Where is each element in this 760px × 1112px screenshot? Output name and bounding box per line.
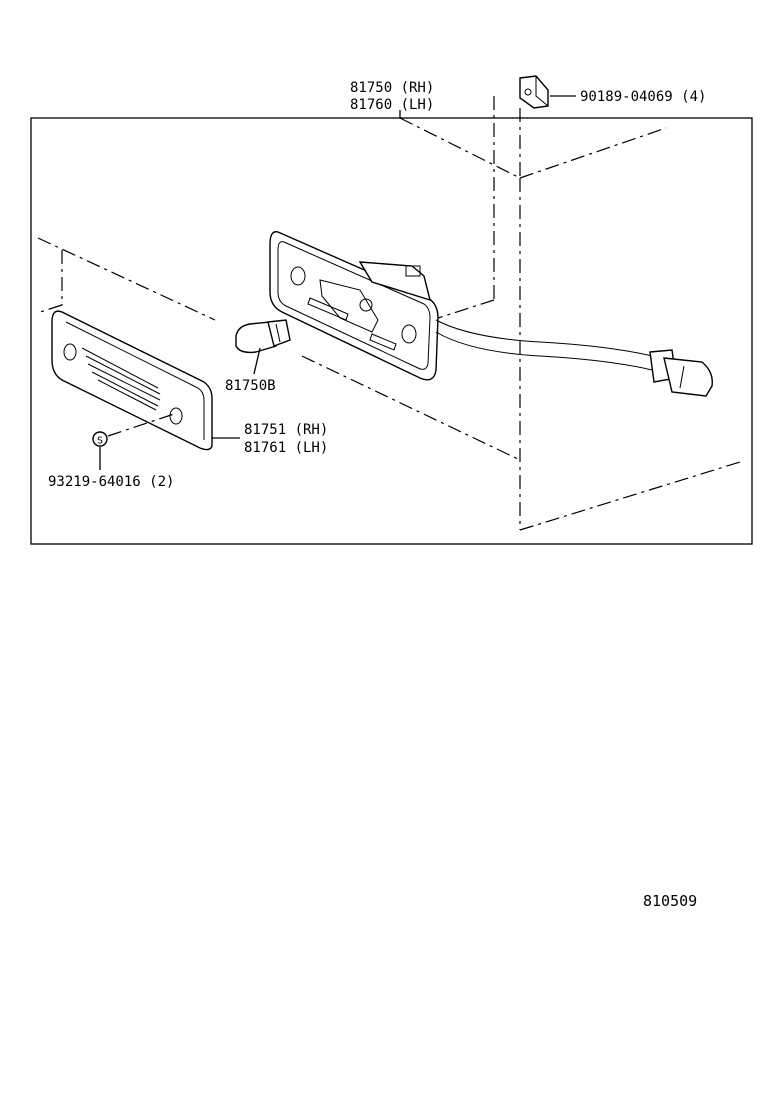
callout-lens-rh: 81751 (RH) (244, 422, 328, 438)
callout-screw: 93219-64016 (2) (48, 474, 174, 490)
callout-bulb: 81750B (225, 378, 276, 394)
side-marker-housing (269, 231, 439, 381)
callout-housing-lh: 81760 (LH) (350, 97, 434, 113)
callout-housing-rh: 81750 (RH) (350, 80, 434, 96)
callout-clip: 90189-04069 (4) (580, 89, 706, 105)
diagram-frame (30, 117, 753, 545)
bulb (235, 319, 291, 354)
side-marker-lens (51, 310, 213, 451)
callout-lens-lh: 81761 (LH) (244, 440, 328, 456)
clip-icon (519, 75, 549, 109)
screw-icon (92, 431, 108, 447)
screw-marker-label: S (97, 436, 103, 447)
diagram-code: 810509 (643, 892, 697, 910)
wire-harness (435, 319, 713, 397)
leader-lines (99, 95, 576, 470)
